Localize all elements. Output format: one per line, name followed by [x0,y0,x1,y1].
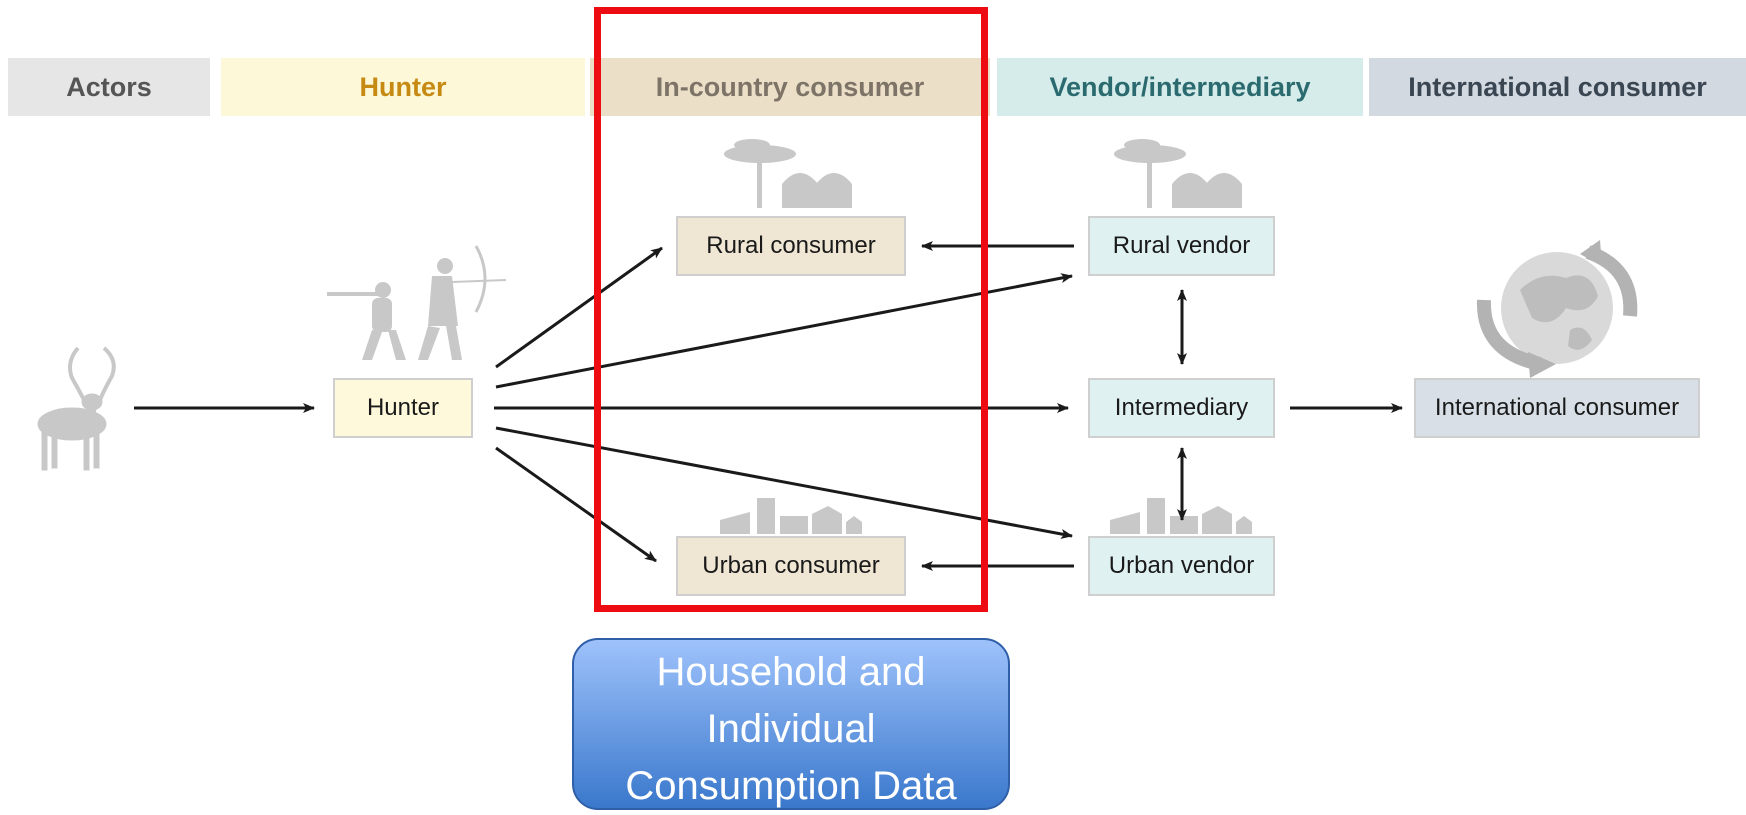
header-hunter: Hunter [221,58,585,116]
highlight-box [594,7,988,612]
header-actors: Actors [8,58,210,116]
rural-village-icon [724,139,852,208]
antelope-icon [37,346,116,471]
urban-city-icon [720,498,862,534]
globe-icon [1476,240,1638,378]
callout-line-3: Consumption Data [625,764,957,808]
node-international-consumer: International consumer [1414,378,1700,438]
arrow-hunter-to-rural-consumer [495,246,663,369]
callout-line-2: Individual [706,707,876,751]
urban-city-icon [1110,498,1252,534]
rural-village-icon [1114,139,1242,208]
node-intermediary: Intermediary [1088,378,1275,438]
consumption-data-callout: Household and Individual Consumption Dat… [572,638,1010,810]
node-urban-consumer: Urban consumer [676,536,906,596]
header-vendor-intermediary: Vendor/intermediary [997,58,1363,116]
arrow-hunter-to-urban-consumer [495,446,657,563]
header-international-consumer: International consumer [1369,58,1746,116]
node-urban-vendor: Urban vendor [1088,536,1275,596]
node-rural-vendor: Rural vendor [1088,216,1275,276]
node-hunter: Hunter [333,378,473,438]
callout-line-1: Household and [656,650,926,694]
hunters-icon [327,245,507,360]
flow-arrows [134,241,1403,571]
arrow-hunter-to-rural-vendor [495,273,1073,389]
header-in-country-consumer: In-country consumer [590,58,990,116]
node-rural-consumer: Rural consumer [676,216,906,276]
arrow-hunter-to-urban-vendor [495,426,1073,539]
